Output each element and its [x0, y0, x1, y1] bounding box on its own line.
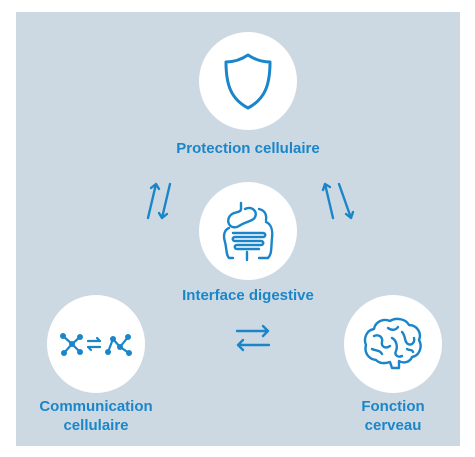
communication-label: Communication cellulaire: [6, 397, 186, 435]
brain-label-line2: cerveau: [364, 417, 422, 434]
communication-label-line1: Communication: [39, 398, 153, 415]
brain-label-line1: Fonction: [361, 398, 425, 415]
communication-label-line2: cellulaire: [63, 417, 129, 434]
bidirectional-arrows-left: [142, 178, 176, 224]
cell-network-icon: [58, 328, 134, 360]
bidirectional-arrows-bottom: [234, 322, 272, 354]
brain-label: Fonction cerveau: [323, 397, 463, 435]
shield-icon: [221, 51, 275, 111]
bidirectional-arrows-right: [319, 178, 359, 224]
digestive-circle: [199, 182, 297, 280]
communication-circle: [47, 295, 145, 393]
intestine-icon: [219, 200, 277, 262]
brain-icon: [362, 316, 424, 372]
brain-circle: [344, 295, 442, 393]
protection-circle: [199, 32, 297, 130]
digestive-label: Interface digestive: [182, 287, 314, 304]
protection-label: Protection cellulaire: [176, 140, 320, 157]
diagram-panel: Protection cellulaire Interface digestiv…: [16, 12, 460, 446]
